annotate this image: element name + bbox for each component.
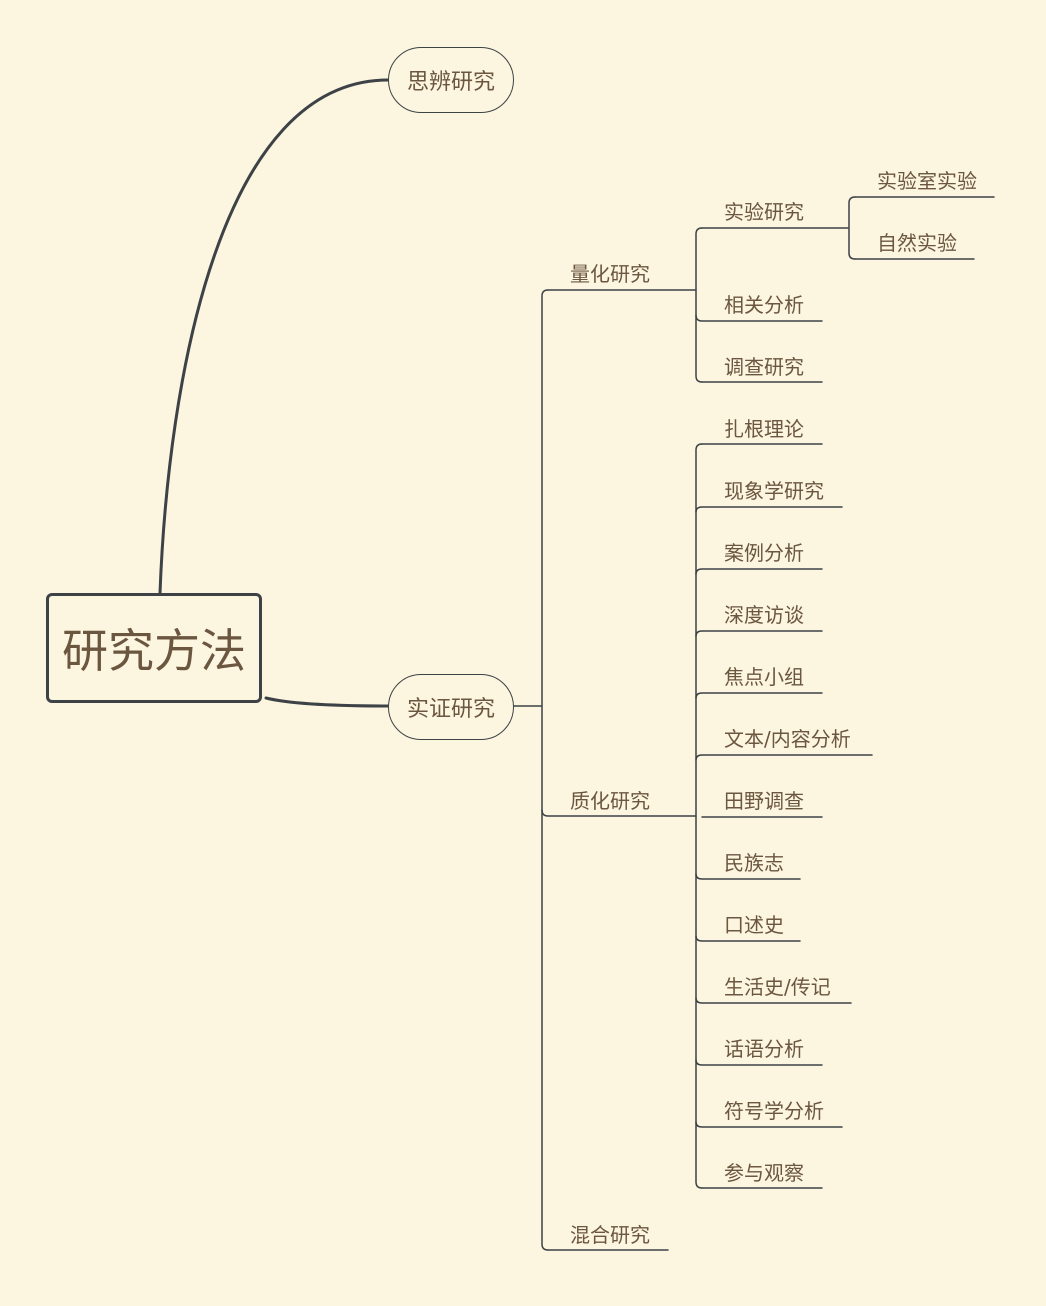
underline-q5	[695, 692, 823, 699]
spine-empirical	[541, 289, 549, 1251]
underline-q10	[695, 997, 852, 1004]
underline-q8	[695, 873, 801, 880]
node-survey[interactable]: 调查研究	[724, 355, 804, 379]
node-correlation[interactable]: 相关分析	[724, 293, 804, 317]
node-semiotic-analysis[interactable]: 符号学分析	[724, 1099, 824, 1123]
underline-q6	[695, 754, 873, 761]
node-lab-experiment[interactable]: 实验室实验	[877, 169, 977, 193]
underline-q4	[695, 630, 823, 637]
node-quantitative[interactable]: 量化研究	[570, 262, 650, 286]
node-in-depth-interview[interactable]: 深度访谈	[724, 603, 804, 627]
node-content-analysis[interactable]: 文本/内容分析	[724, 727, 851, 751]
node-life-history[interactable]: 生活史/传记	[724, 975, 831, 999]
node-speculative[interactable]: 思辨研究	[388, 47, 514, 113]
connector-root-speculative	[158, 78, 390, 595]
underline-q3	[695, 568, 823, 575]
node-fieldwork[interactable]: 田野调查	[724, 789, 804, 813]
underline-q11	[695, 1059, 823, 1066]
underline-qualitative	[541, 809, 697, 817]
connector-root-empirical	[264, 696, 390, 708]
node-oral-history[interactable]: 口述史	[724, 913, 784, 937]
underline-q9	[695, 935, 801, 942]
node-mixed[interactable]: 混合研究	[570, 1223, 650, 1247]
node-discourse-analysis[interactable]: 话语分析	[724, 1037, 804, 1061]
node-speculative-label: 思辨研究	[406, 70, 495, 95]
node-ethnography[interactable]: 民族志	[724, 851, 784, 875]
node-experimental[interactable]: 实验研究	[724, 200, 804, 224]
spine-experimental	[848, 196, 856, 260]
node-case-analysis[interactable]: 案例分析	[724, 541, 804, 565]
underline-q12	[695, 1121, 843, 1128]
underline-correlation	[695, 314, 823, 322]
underline-q2	[695, 506, 843, 513]
root-label: 研究方法	[62, 624, 246, 678]
node-empirical-label: 实证研究	[406, 697, 495, 722]
node-focus-group[interactable]: 焦点小组	[724, 665, 804, 689]
root-node[interactable]: 研究方法	[46, 593, 262, 703]
node-participant-observation[interactable]: 参与观察	[724, 1161, 804, 1185]
node-grounded-theory[interactable]: 扎根理论	[724, 417, 804, 441]
spine-qualitative	[695, 443, 703, 1189]
spine-quantitative	[695, 227, 703, 383]
node-empirical[interactable]: 实证研究	[388, 674, 514, 740]
node-phenomenology[interactable]: 现象学研究	[724, 479, 824, 503]
node-qualitative[interactable]: 质化研究	[570, 789, 650, 813]
node-natural-experiment[interactable]: 自然实验	[877, 231, 957, 255]
